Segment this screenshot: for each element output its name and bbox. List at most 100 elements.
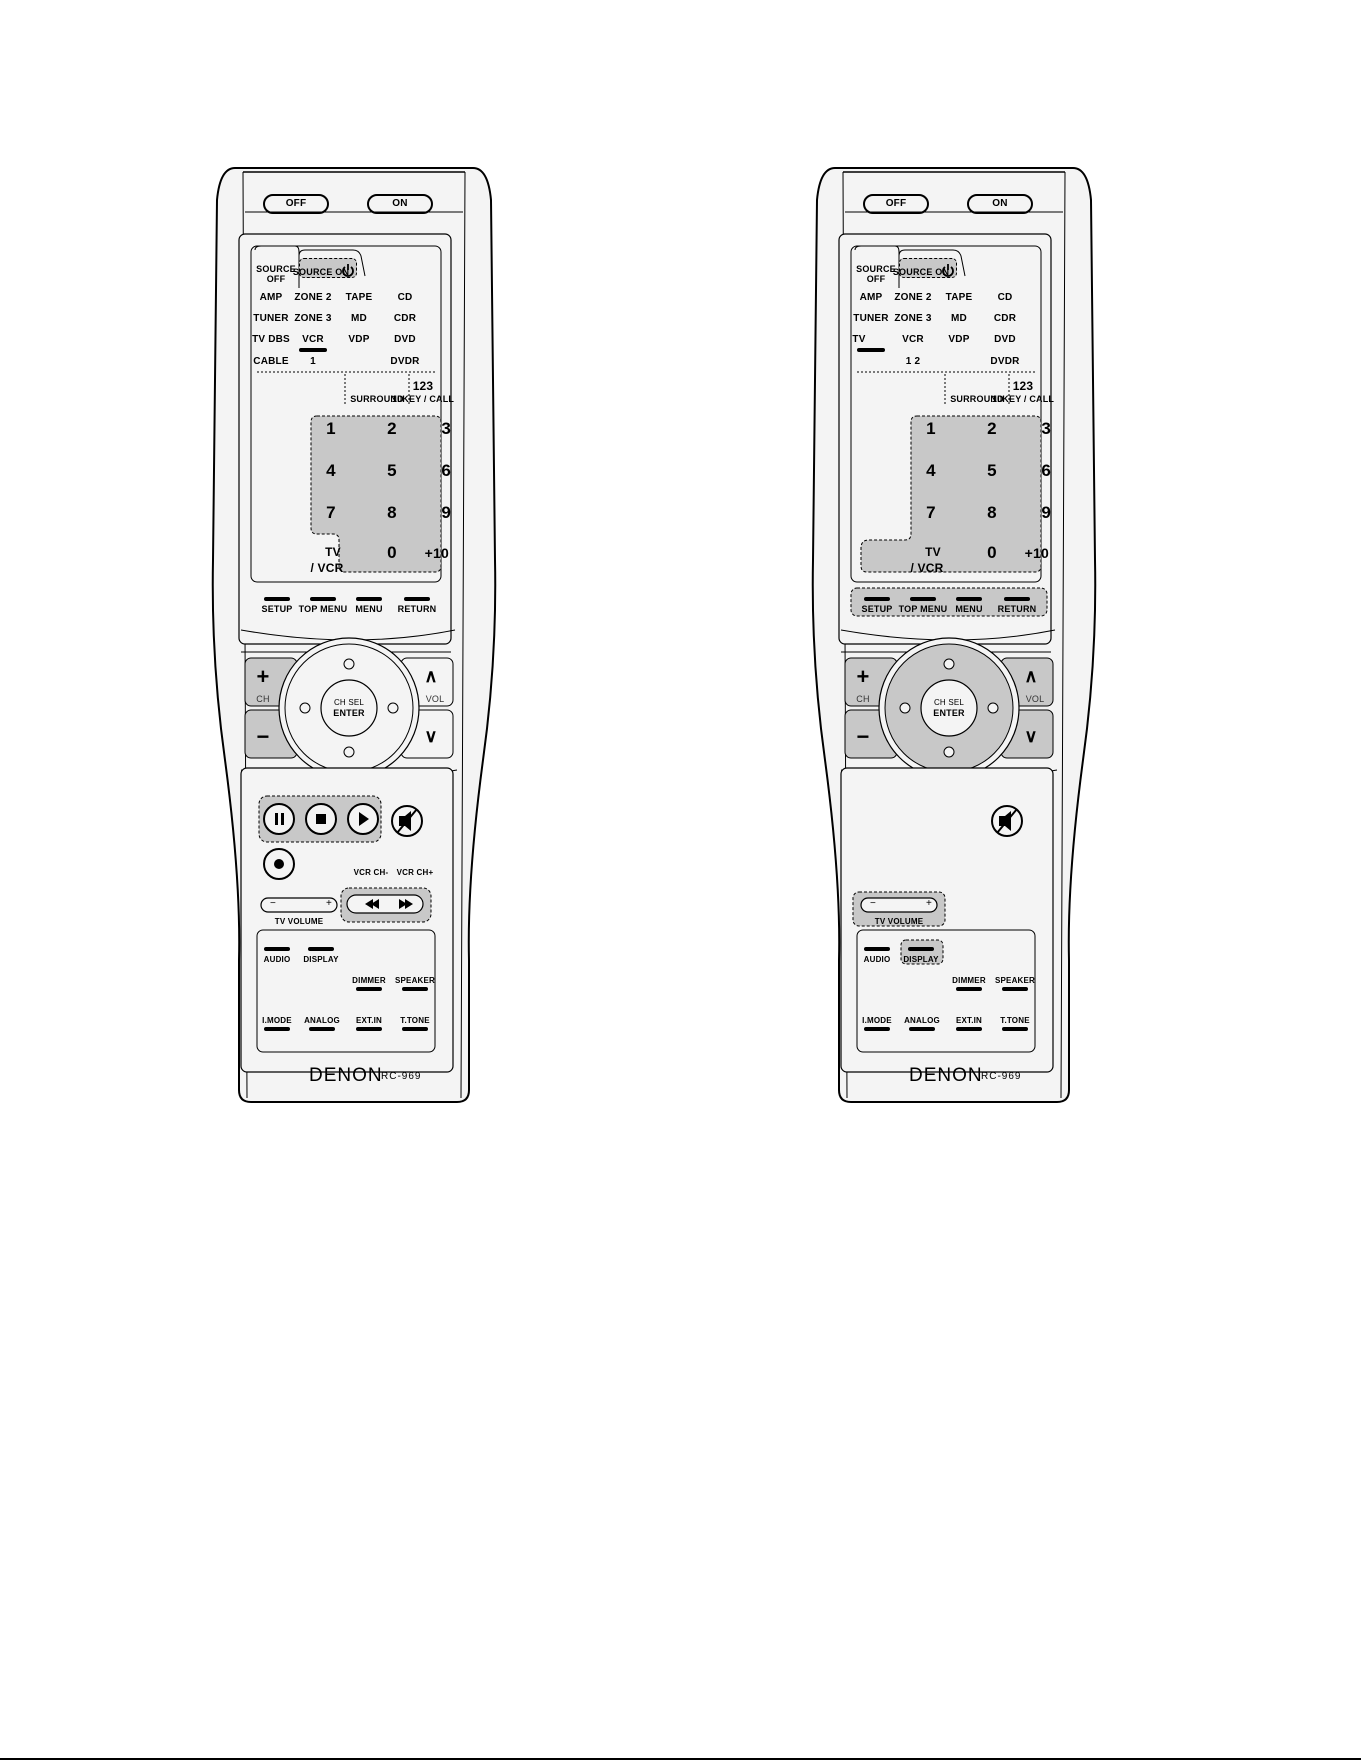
- i-mode-button[interactable]: I.MODE: [262, 1016, 292, 1025]
- key-0[interactable]: 0: [987, 543, 997, 562]
- key-1[interactable]: 1: [926, 419, 936, 438]
- key-9[interactable]: 9: [441, 503, 451, 522]
- enter-button[interactable]: ENTER: [933, 708, 965, 718]
- source-off-tab-label[interactable]: SOURCE: [256, 264, 296, 274]
- source-cd[interactable]: CD: [397, 292, 413, 303]
- return-button[interactable]: RETURN: [397, 604, 437, 614]
- source-amp[interactable]: AMP: [259, 292, 283, 303]
- top-menu-button[interactable]: TOP MENU: [898, 604, 948, 614]
- source-dvdr[interactable]: DVDR: [390, 356, 420, 367]
- source-zone3[interactable]: ZONE 3: [894, 313, 932, 324]
- ch-plus-button[interactable]: +: [256, 664, 270, 689]
- tenkey-call-button[interactable]: 10KEY / CALL: [391, 394, 455, 404]
- key-2[interactable]: 2: [987, 419, 997, 438]
- key-5[interactable]: 5: [387, 461, 397, 480]
- tenkey-call-button[interactable]: 10KEY / CALL: [991, 394, 1055, 404]
- vol-up-button[interactable]: ∧: [1024, 666, 1038, 686]
- key-3[interactable]: 3: [1041, 419, 1051, 438]
- vol-down-button[interactable]: ∨: [424, 726, 438, 746]
- key-8[interactable]: 8: [387, 503, 397, 522]
- on-button[interactable]: [367, 194, 433, 214]
- ch-minus-button[interactable]: −: [856, 724, 870, 749]
- key-6[interactable]: 6: [1041, 461, 1051, 480]
- key-0[interactable]: 0: [387, 543, 397, 562]
- source-tuner[interactable]: TUNER: [853, 313, 889, 324]
- ch-plus-button[interactable]: +: [856, 664, 870, 689]
- key-plus10[interactable]: +10: [424, 545, 449, 561]
- source-dvd[interactable]: DVD: [994, 334, 1016, 345]
- source-zone3[interactable]: ZONE 3: [294, 313, 332, 324]
- audio-button[interactable]: AUDIO: [263, 955, 291, 964]
- source-tape[interactable]: TAPE: [345, 292, 373, 303]
- source-vcr[interactable]: VCR: [902, 334, 924, 345]
- source-tv-dbs[interactable]: TV DBS: [252, 334, 290, 345]
- key-6[interactable]: 6: [441, 461, 451, 480]
- off-button[interactable]: [263, 194, 329, 214]
- key-plus10[interactable]: +10: [1024, 545, 1049, 561]
- tv-volume-minus[interactable]: −: [269, 898, 277, 909]
- key-4[interactable]: 4: [326, 461, 336, 480]
- ext-in-button[interactable]: EXT.IN: [355, 1016, 383, 1025]
- source-dvdr[interactable]: DVDR: [990, 356, 1020, 367]
- source-cdr[interactable]: CDR: [993, 313, 1017, 324]
- tv-volume-minus[interactable]: −: [869, 898, 877, 909]
- key-7[interactable]: 7: [326, 503, 336, 522]
- source-tv[interactable]: TV: [852, 334, 866, 345]
- menu-button[interactable]: MENU: [355, 604, 383, 614]
- key-5[interactable]: 5: [987, 461, 997, 480]
- source-zone2[interactable]: ZONE 2: [894, 292, 932, 303]
- dimmer-button[interactable]: DIMMER: [952, 976, 986, 985]
- source-dvd[interactable]: DVD: [394, 334, 416, 345]
- tv-vcr-button-line2: / VCR: [910, 561, 944, 575]
- t-tone-button[interactable]: T.TONE: [400, 1016, 430, 1025]
- source-zone2[interactable]: ZONE 2: [294, 292, 332, 303]
- display-button[interactable]: DISPLAY: [903, 955, 939, 964]
- ch-minus-button[interactable]: −: [256, 724, 270, 749]
- tv-volume-plus[interactable]: +: [325, 898, 333, 909]
- source-cable[interactable]: CABLE: [253, 356, 289, 367]
- display-button[interactable]: DISPLAY: [303, 955, 339, 964]
- key-8[interactable]: 8: [987, 503, 997, 522]
- ext-in-button[interactable]: EXT.IN: [955, 1016, 983, 1025]
- speaker-button[interactable]: SPEAKER: [994, 976, 1036, 985]
- analog-button[interactable]: ANALOG: [304, 1016, 340, 1025]
- vol-up-button[interactable]: ∧: [424, 666, 438, 686]
- menu-button[interactable]: MENU: [955, 604, 983, 614]
- on-button[interactable]: [967, 194, 1033, 214]
- source-cd[interactable]: CD: [997, 292, 1013, 303]
- enter-button[interactable]: ENTER: [333, 708, 365, 718]
- t-tone-button[interactable]: T.TONE: [1000, 1016, 1030, 1025]
- setup-button[interactable]: SETUP: [861, 604, 893, 614]
- source-vdp[interactable]: VDP: [348, 334, 370, 345]
- source-tape[interactable]: TAPE: [945, 292, 973, 303]
- analog-button[interactable]: ANALOG: [904, 1016, 940, 1025]
- source-off-tab-label[interactable]: SOURCE: [856, 264, 896, 274]
- key-4[interactable]: 4: [926, 461, 936, 480]
- source-cdr[interactable]: CDR: [393, 313, 417, 324]
- key-1[interactable]: 1: [326, 419, 336, 438]
- source-vdp[interactable]: VDP: [948, 334, 970, 345]
- source-amp[interactable]: AMP: [859, 292, 883, 303]
- source-md[interactable]: MD: [351, 313, 367, 324]
- vol-down-button[interactable]: ∨: [1024, 726, 1038, 746]
- i-mode-button[interactable]: I.MODE: [862, 1016, 892, 1025]
- key-3[interactable]: 3: [441, 419, 451, 438]
- tv-vcr-button[interactable]: TV: [925, 545, 941, 559]
- setup-button[interactable]: SETUP: [261, 604, 293, 614]
- surround-button[interactable]: SURROUND: [350, 394, 404, 404]
- surround-button[interactable]: SURROUND: [950, 394, 1004, 404]
- key-2[interactable]: 2: [387, 419, 397, 438]
- key-7[interactable]: 7: [926, 503, 936, 522]
- tv-vcr-button[interactable]: TV: [325, 545, 341, 559]
- source-md[interactable]: MD: [951, 313, 967, 324]
- source-vcr[interactable]: VCR: [302, 334, 324, 345]
- source-tuner[interactable]: TUNER: [253, 313, 289, 324]
- top-menu-button[interactable]: TOP MENU: [298, 604, 348, 614]
- off-button[interactable]: [863, 194, 929, 214]
- audio-button[interactable]: AUDIO: [863, 955, 891, 964]
- dimmer-button[interactable]: DIMMER: [352, 976, 386, 985]
- key-9[interactable]: 9: [1041, 503, 1051, 522]
- return-button[interactable]: RETURN: [997, 604, 1037, 614]
- tv-volume-plus[interactable]: +: [925, 898, 933, 909]
- speaker-button[interactable]: SPEAKER: [394, 976, 436, 985]
